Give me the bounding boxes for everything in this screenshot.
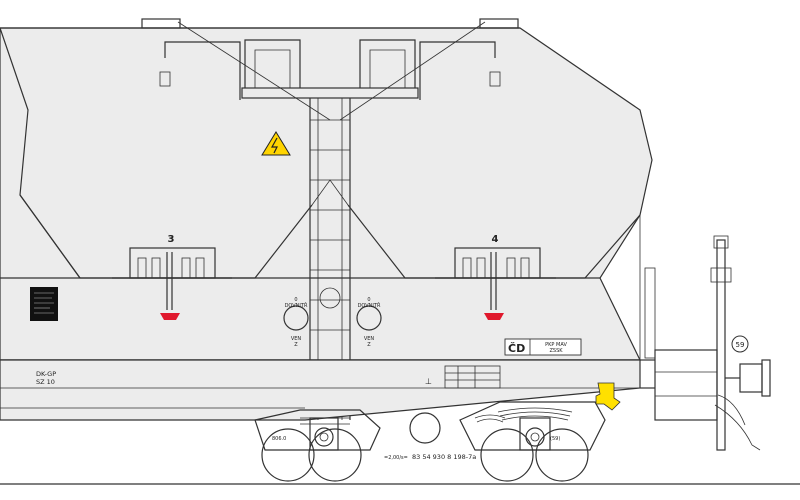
top-platform bbox=[241, 87, 419, 99]
loading-pipe-left bbox=[164, 41, 241, 100]
valve-wheel-left bbox=[283, 305, 309, 331]
hatch-lid-left bbox=[141, 18, 181, 29]
discharge-frame-left bbox=[112, 247, 232, 310]
red-marker-left bbox=[160, 313, 180, 320]
hatch-lid-right bbox=[479, 18, 519, 29]
valve-wheel-right bbox=[356, 305, 382, 331]
owner-plate: ČD PKP MAV ZSSK bbox=[504, 338, 582, 356]
bogie-mark-right: (59) bbox=[550, 436, 560, 442]
end-buffer-assembly bbox=[640, 235, 771, 451]
leaf-spring-right bbox=[497, 407, 573, 421]
hopper-body bbox=[0, 27, 653, 361]
svg-text:0: 0 bbox=[294, 297, 297, 303]
marking-sz10: SZ 10 bbox=[36, 378, 55, 386]
hopper-label-4: 4 bbox=[492, 234, 499, 245]
svg-text:ZSSK: ZSSK bbox=[549, 348, 563, 354]
bogie-left bbox=[254, 409, 381, 482]
technical-data-table bbox=[444, 365, 501, 389]
platform-railing-right bbox=[359, 39, 416, 88]
marking-dk-gp: DK-GP bbox=[36, 370, 56, 378]
svg-text:Z: Z bbox=[367, 342, 371, 348]
yellow-hook bbox=[595, 382, 621, 411]
loading-pipe-right bbox=[419, 41, 496, 100]
svg-text:59: 59 bbox=[736, 341, 745, 349]
svg-text:DOVNITŘ: DOVNITŘ bbox=[285, 301, 308, 309]
svg-text:0: 0 bbox=[367, 297, 370, 303]
svg-text:PKP MAV: PKP MAV bbox=[545, 342, 567, 348]
svg-text:Z: Z bbox=[294, 342, 298, 348]
svg-text:⊥: ⊥ bbox=[425, 377, 432, 386]
red-marker-right bbox=[484, 313, 504, 320]
bogie-mark-left: 806.0 bbox=[272, 436, 286, 442]
bogie-right bbox=[459, 401, 606, 482]
underframe bbox=[0, 359, 641, 421]
warning-electric-icon bbox=[261, 131, 291, 156]
valve-labels-left: 0 DOVNITŘ VEN Z bbox=[285, 297, 308, 348]
leaf-spring-left bbox=[474, 414, 506, 423]
info-placard bbox=[30, 287, 58, 321]
platform-railing-left bbox=[244, 39, 301, 88]
brake-cylinder bbox=[409, 412, 441, 444]
svg-text:DOVNITŘ: DOVNITŘ bbox=[358, 301, 381, 309]
valve-labels-right: 0 DOVNITŘ VEN Z bbox=[358, 297, 381, 348]
route-badge bbox=[731, 335, 749, 353]
svg-text:VEN: VEN bbox=[364, 336, 375, 342]
wagon-number-prefix: =2,00/s= bbox=[384, 455, 408, 461]
discharge-frame-right bbox=[435, 247, 556, 310]
svg-text:VEN: VEN bbox=[291, 336, 302, 342]
wagon-number: 83 54 930 8 198-7a bbox=[412, 453, 476, 461]
buffer-head bbox=[739, 363, 763, 393]
owner-logo: ČD bbox=[508, 342, 525, 355]
hopper-label-3: 3 bbox=[168, 234, 175, 245]
